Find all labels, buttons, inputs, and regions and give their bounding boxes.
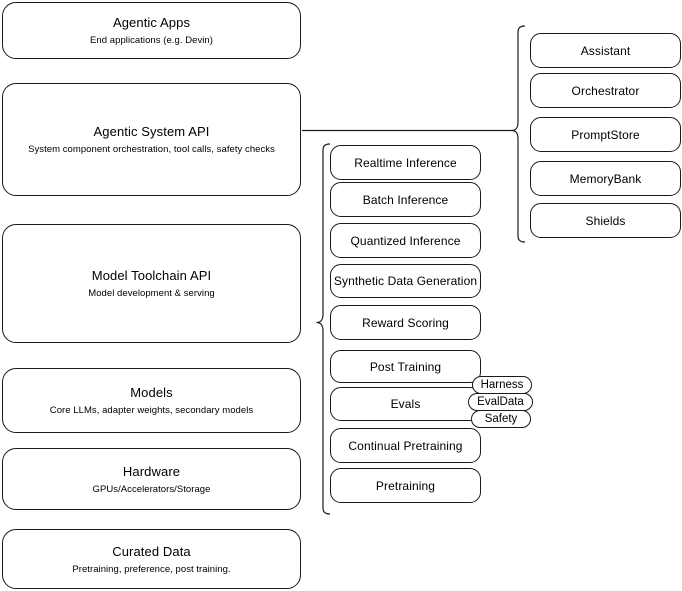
layer-title: Agentic System API xyxy=(93,124,210,139)
chip-label: Evals xyxy=(390,397,421,411)
layer-subtitle: Pretraining, preference, post training. xyxy=(72,563,231,575)
chip-pretraining[interactable]: Pretraining xyxy=(330,468,481,503)
chip-continual-pretraining[interactable]: Continual Pretraining xyxy=(330,428,481,463)
pill-harness[interactable]: Harness xyxy=(472,376,532,394)
layer-subtitle: System component orchestration, tool cal… xyxy=(28,144,275,155)
chip-label: Batch Inference xyxy=(362,192,449,207)
chip-label: Synthetic Data Generation xyxy=(333,274,478,288)
chip-label: Orchestrator xyxy=(571,83,640,98)
chip-batch-inference[interactable]: Batch Inference xyxy=(330,182,481,217)
brace-system-components xyxy=(511,25,526,243)
layer-title: Agentic Apps xyxy=(112,15,191,30)
chip-quantized-inference[interactable]: Quantized Inference xyxy=(330,223,481,258)
layer-subtitle: Core LLMs, adapter weights, secondary mo… xyxy=(49,405,254,416)
pill-label: Safety xyxy=(484,413,518,425)
chip-synthetic-data-generation[interactable]: Synthetic Data Generation xyxy=(330,264,481,298)
chip-label: PromptStore xyxy=(571,127,640,142)
pill-safety[interactable]: Safety xyxy=(471,410,531,428)
layer-curated-data[interactable]: Curated Data Pretraining, preference, po… xyxy=(2,529,301,589)
chip-reward-scoring[interactable]: Reward Scoring xyxy=(330,305,481,340)
layer-models[interactable]: Models Core LLMs, adapter weights, secon… xyxy=(2,368,301,433)
chip-label: Assistant xyxy=(580,43,631,58)
chip-label: MemoryBank xyxy=(569,171,642,186)
chip-label: Pretraining xyxy=(375,478,436,493)
chip-label: Continual Pretraining xyxy=(348,438,463,453)
chip-label: Quantized Inference xyxy=(350,233,461,248)
chip-promptstore[interactable]: PromptStore xyxy=(530,117,681,152)
brace-toolchain-components xyxy=(316,143,331,515)
layer-agentic-system-api[interactable]: Agentic System API System component orch… xyxy=(2,83,301,196)
layer-title: Hardware xyxy=(122,463,181,479)
chip-assistant[interactable]: Assistant xyxy=(530,33,681,68)
chip-evals[interactable]: Evals xyxy=(330,387,481,421)
chip-label: Shields xyxy=(585,213,626,228)
layer-title: Curated Data xyxy=(112,543,191,559)
chip-shields[interactable]: Shields xyxy=(530,203,681,238)
layer-subtitle: Model development & serving xyxy=(88,288,215,299)
chip-memorybank[interactable]: MemoryBank xyxy=(530,161,681,196)
pill-label: Harness xyxy=(480,379,524,391)
layer-model-toolchain-api[interactable]: Model Toolchain API Model development & … xyxy=(2,224,301,343)
layer-agentic-apps[interactable]: Agentic Apps End applications (e.g. Devi… xyxy=(2,2,301,59)
chip-orchestrator[interactable]: Orchestrator xyxy=(530,73,681,108)
chip-label: Realtime Inference xyxy=(354,155,457,170)
chip-label: Post Training xyxy=(369,359,442,374)
layer-hardware[interactable]: Hardware GPUs/Accelerators/Storage xyxy=(2,448,301,510)
chip-post-training[interactable]: Post Training xyxy=(330,350,481,383)
layer-title: Model Toolchain API xyxy=(91,268,212,283)
layer-subtitle: End applications (e.g. Devin) xyxy=(90,35,213,46)
chip-realtime-inference[interactable]: Realtime Inference xyxy=(330,145,481,180)
chip-label: Reward Scoring xyxy=(362,315,449,330)
pill-evaldata[interactable]: EvalData xyxy=(468,393,533,411)
pill-label: EvalData xyxy=(477,396,524,408)
layer-title: Models xyxy=(130,385,173,400)
layer-subtitle: GPUs/Accelerators/Storage xyxy=(92,483,211,495)
